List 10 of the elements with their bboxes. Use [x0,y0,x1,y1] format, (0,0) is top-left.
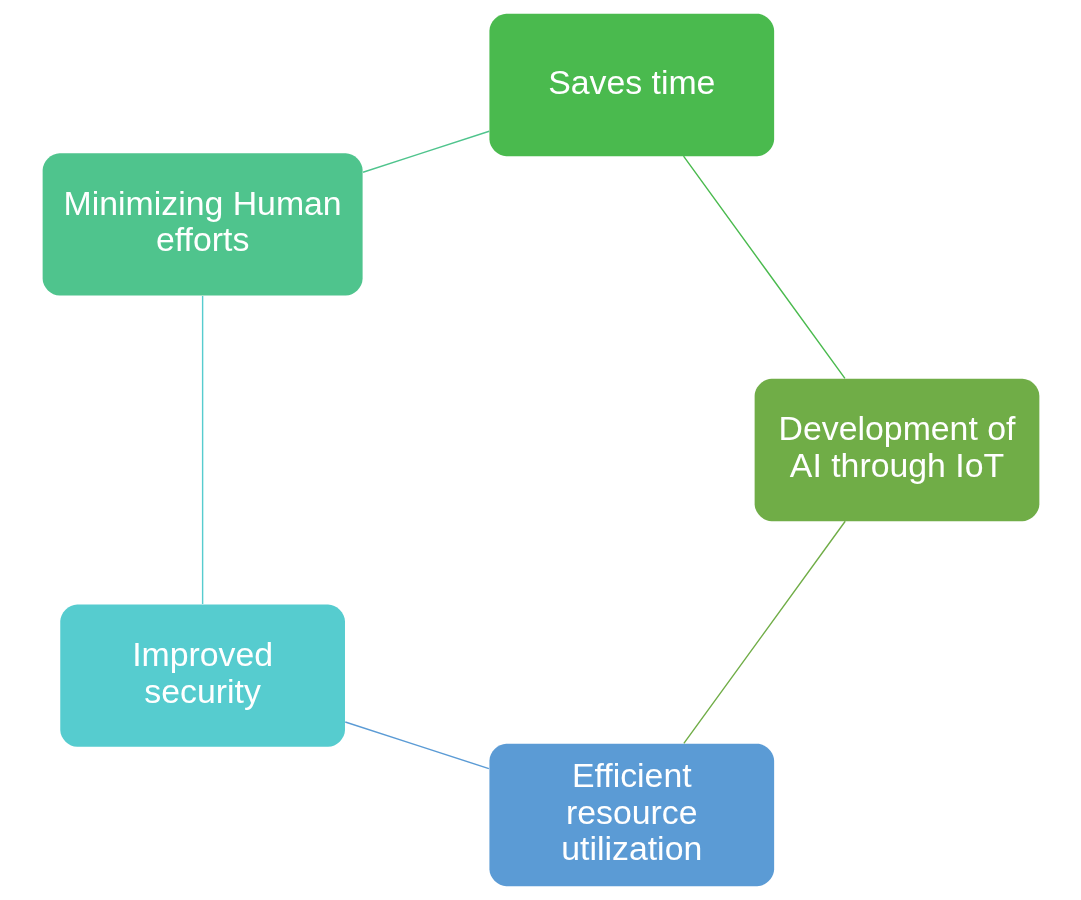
node-box: Saves time [488,13,774,157]
connector [682,155,846,379]
node-box: Efficient resource utilization [488,743,774,887]
connector [344,721,490,770]
node-box: Minimizing Human efforts [42,153,363,296]
node-box: Improved security [59,604,345,747]
connector [201,295,203,605]
node-box: Development of AI through IoT [754,378,1039,522]
connector [361,130,490,173]
connector [682,520,846,745]
